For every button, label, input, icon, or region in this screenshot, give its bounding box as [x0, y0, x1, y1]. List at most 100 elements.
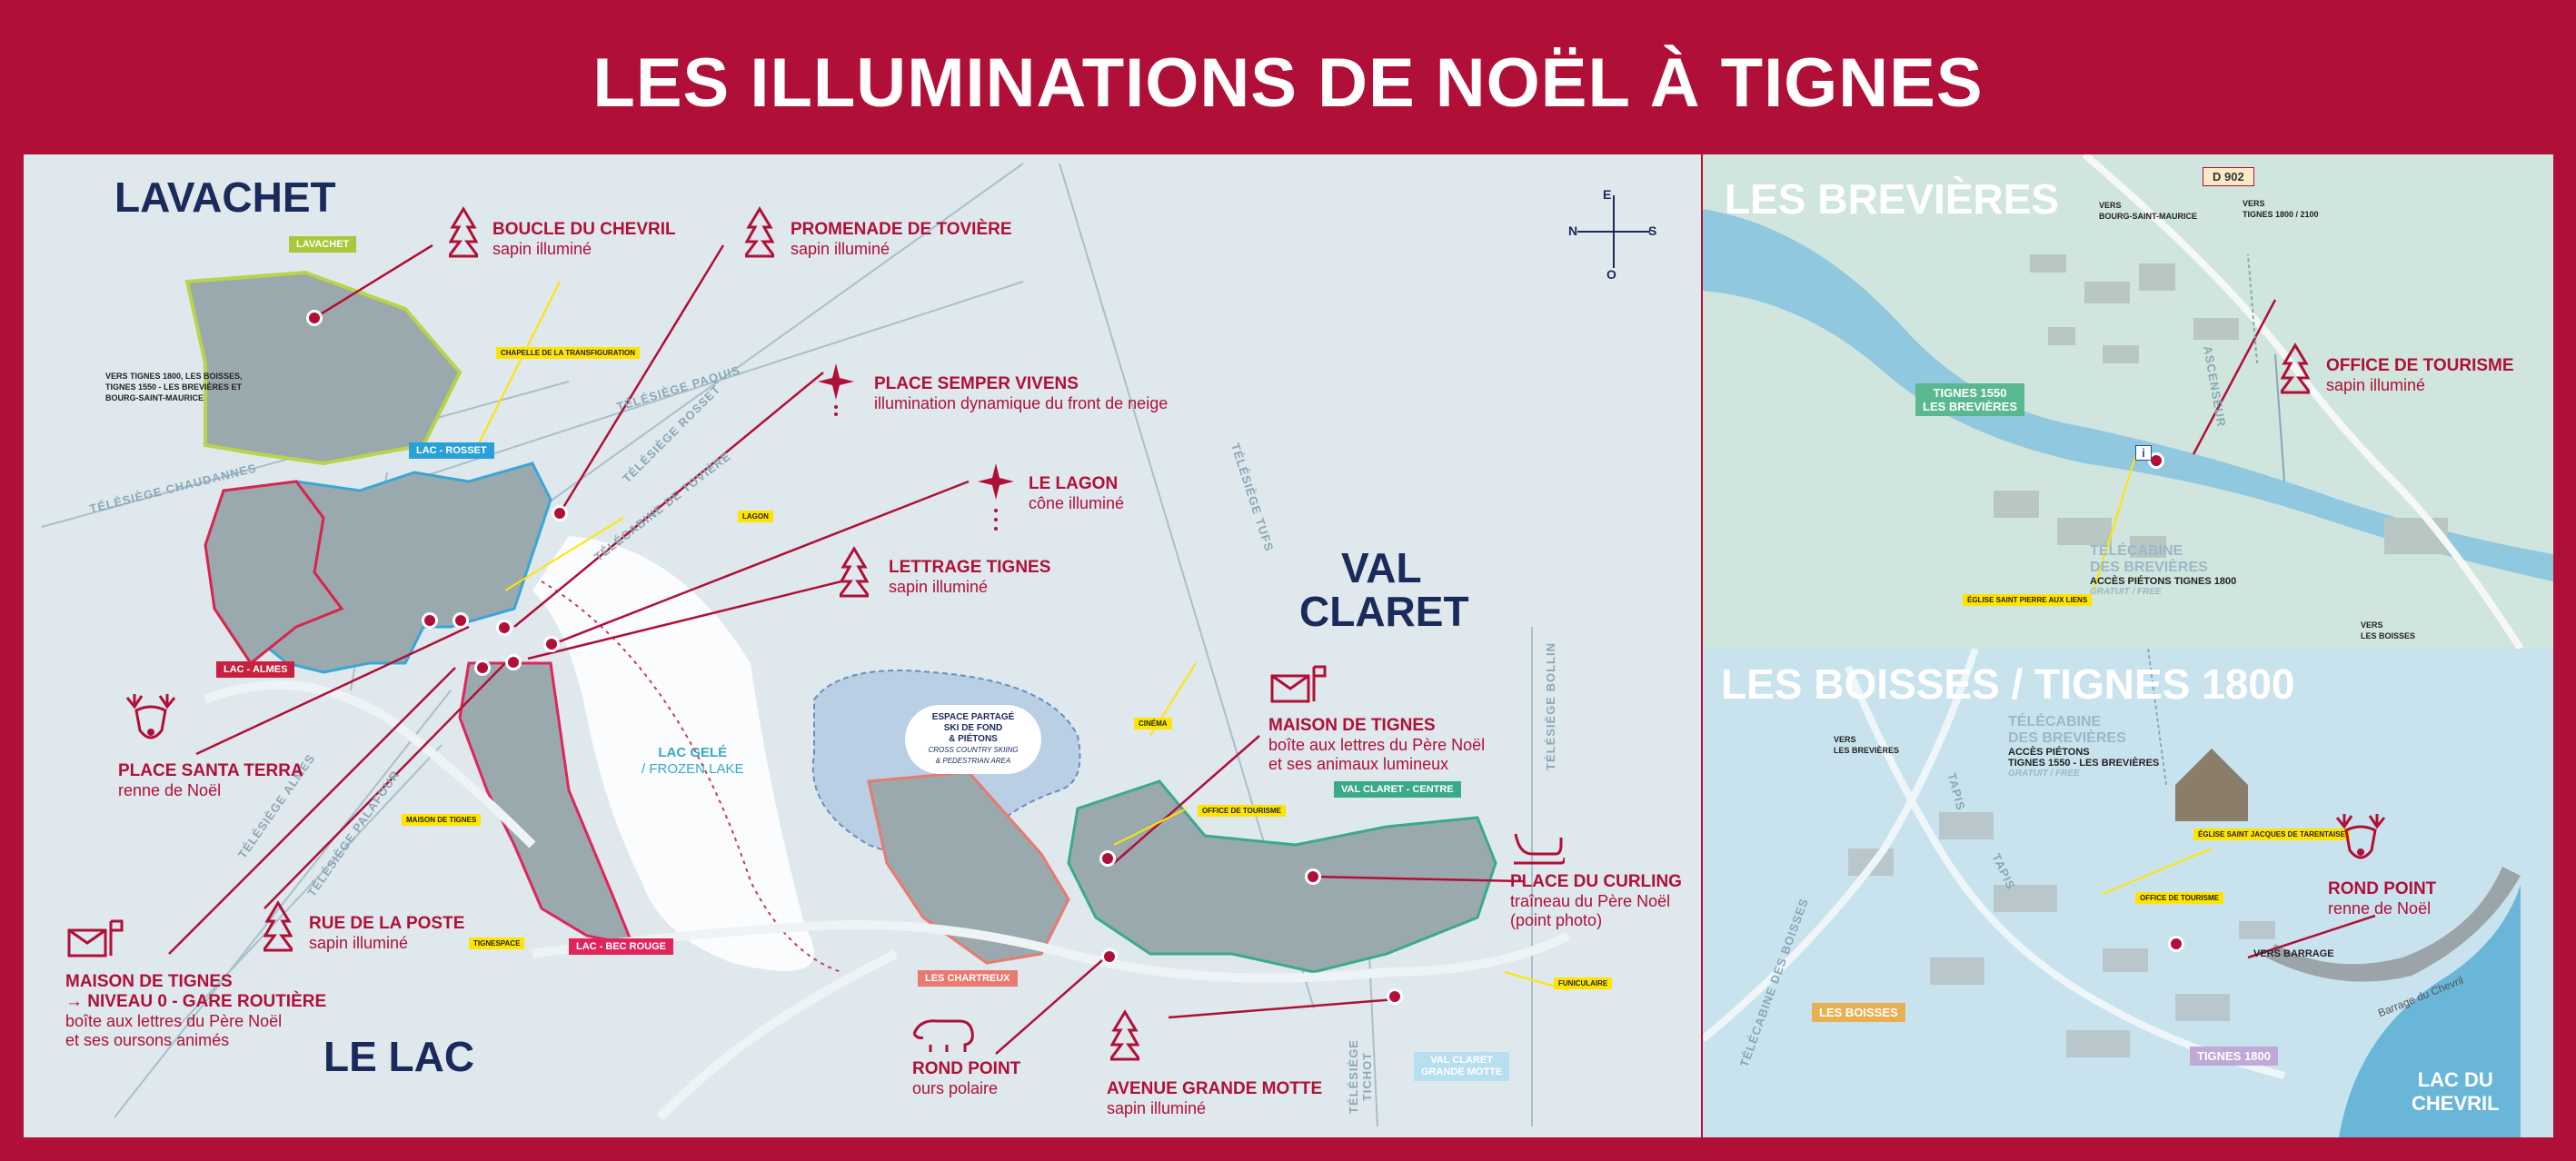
poi-santa-sub: renne de Noël — [118, 781, 222, 799]
map-boisses[interactable]: LES BOISSES / TIGNES 1800 VERS LES BREVI… — [1703, 649, 2553, 1137]
poi-lettrage-tignes[interactable]: LETTRAGE TIGNES sapin illuminé — [889, 558, 1050, 597]
reindeer-icon — [125, 694, 176, 739]
district-lac-chevril-2: CHEVRIL — [2412, 1092, 2500, 1115]
label-gratuit-brev: GRATUIT / FREE — [2090, 587, 2162, 597]
poi-grande-motte-sub: sapin illuminé — [1107, 1099, 1207, 1117]
district-val-claret-1: VAL — [1341, 544, 1422, 591]
label-vers-boisses-2: LES BOISSES — [2361, 631, 2416, 640]
label-telecabine-boisses: TÉLÉCABINE DES BREVIÈRES ACCÈS PIÉTONS T… — [2008, 714, 2159, 779]
district-val-claret-2: CLARET — [1299, 588, 1469, 635]
marker-lac-1[interactable] — [453, 612, 469, 629]
poi-rond-point-renne[interactable]: ROND POINT renne de Noël — [2328, 879, 2436, 918]
poi-office-tourisme-brevieres[interactable]: OFFICE DE TOURISME sapin illuminé — [2326, 356, 2514, 395]
mailbox-icon — [1270, 665, 1327, 703]
label-office-tourisme-1800: OFFICE DE TOURISME — [2135, 892, 2223, 904]
label-lagon: LAGON — [738, 511, 773, 522]
poi-avenue-grande-motte[interactable]: AVENUE GRANDE MOTTE sapin illuminé — [1107, 1079, 1322, 1118]
poi-rue-de-la-poste[interactable]: RUE DE LA POSTE sapin illuminé — [309, 914, 464, 953]
label-eglise-boisses: ÉGLISE SAINT JACQUES DE TARENTAISE — [2193, 829, 2350, 840]
label-tel-brev-2: DES BREVIÈRES — [2090, 560, 2208, 575]
label-vers-tignes-1: VERS TIGNES 1800, LES BOISSES, — [105, 372, 243, 381]
map-brevieres[interactable]: LES BREVIÈRES D 902 VERS BOURG-SAINT-MAU… — [1703, 154, 2553, 649]
poi-semper-title: PLACE SEMPER VIVENS — [874, 374, 1079, 393]
poi-semper-sub: illumination dynamique du front de neige — [874, 394, 1169, 412]
poi-rond-point-ours[interactable]: ROND POINT ours polaire — [912, 1059, 1020, 1098]
marker-office-brevieres[interactable] — [2148, 452, 2164, 469]
sparkle-icon — [978, 463, 1014, 531]
marker-lagon[interactable] — [543, 636, 560, 652]
marker-grande-motte[interactable] — [1387, 988, 1403, 1005]
marker-rond-point-1800[interactable] — [2168, 936, 2184, 952]
marker-toviere[interactable] — [552, 505, 568, 521]
tag-tignes1550-1: TIGNES 1550 — [1933, 386, 2007, 400]
marker-curling[interactable] — [1305, 868, 1321, 885]
poi-le-lagon[interactable]: LE LAGON cône illuminé — [1029, 474, 1124, 513]
label-espace-partage: ESPACE PARTAGÉ SKI DE FOND & PIÉTONS CRO… — [905, 705, 1041, 774]
tag-lac-rosset: LAC - ROSSET — [409, 442, 494, 459]
poi-place-santa-terra[interactable]: PLACE SANTA TERRA renne de Noël — [118, 761, 303, 800]
tag-tignes1800: TIGNES 1800 — [2190, 1047, 2278, 1066]
poi-curling-sub-1: traîneau du Père Noël — [1510, 892, 1671, 910]
poi-maison-lac-sub-2: et ses oursons animés — [65, 1031, 230, 1049]
label-vers-bsm: VERS BOURG-SAINT-MAURICE — [2099, 200, 2197, 222]
label-espace-1: ESPACE PARTAGÉ — [931, 712, 1015, 722]
label-funiculaire: FUNICULAIRE — [1554, 977, 1613, 989]
tag-val-claret-grande-motte: VAL CLARET GRANDE MOTTE — [1414, 1052, 1510, 1081]
poi-boucle-du-chevril[interactable]: BOUCLE DU CHEVRIL sapin illuminé — [492, 220, 676, 259]
marker-rond-point-vc[interactable] — [1101, 948, 1118, 965]
brevieres-map-shapes — [1703, 154, 2553, 649]
poi-rue-poste-sub: sapin illuminé — [309, 934, 409, 952]
poi-maison-lac-title-2: → NIVEAU 0 - GARE ROUTIÈRE — [65, 992, 327, 1011]
tag-lac-almes: LAC - ALMES — [216, 661, 295, 678]
label-lac-du-chevril: LAC DU CHEVRIL — [2412, 1068, 2500, 1116]
poi-toviere-sub: sapin illuminé — [791, 240, 890, 258]
marker-santa-terra[interactable] — [422, 612, 438, 629]
poi-promenade-toviere[interactable]: PROMENADE DE TOVIÈRE sapin illuminé — [791, 220, 1012, 259]
poi-office-brev-sub: sapin illuminé — [2326, 376, 2426, 394]
compass-o: O — [1606, 267, 1616, 282]
poi-place-du-curling[interactable]: PLACE DU CURLING traîneau du Père Noël (… — [1510, 872, 1682, 930]
label-gratuit-bois: GRATUIT / FREE — [2008, 769, 2080, 779]
poi-lettrage-sub: sapin illuminé — [889, 578, 989, 596]
tree-icon — [840, 546, 869, 598]
label-espace-5: & PEDESTRIAN AREA — [935, 757, 1011, 765]
map-main[interactable]: LAVACHET LE LAC VAL CLARET E N S O LAVAC… — [24, 154, 1701, 1137]
tag-les-boisses: LES BOISSES — [1812, 1003, 1905, 1022]
tag-val-claret-centre: VAL CLARET - CENTRE — [1334, 781, 1461, 798]
district-brevieres: LES BREVIÈRES — [1725, 175, 2060, 223]
marker-boucle[interactable] — [306, 310, 323, 326]
poi-maison-de-tignes-val-claret[interactable]: MAISON DE TIGNES boîte aux lettres du Pè… — [1268, 716, 1485, 774]
lift-bollin: TÉLÉSIÈGE BOLLIN — [1543, 642, 1557, 770]
poi-maison-de-tignes-lac[interactable]: MAISON DE TIGNES → NIVEAU 0 - GARE ROUTI… — [65, 972, 326, 1050]
poi-lagon-title: LE LAGON — [1029, 474, 1119, 493]
label-espace-4: CROSS COUNTRY SKIING — [928, 746, 1019, 754]
compass-s: S — [1648, 223, 1657, 238]
poi-office-brev-title: OFFICE DE TOURISME — [2326, 356, 2514, 375]
label-acces-bois-1: ACCÈS PIÉTONS — [2008, 747, 2090, 758]
tag-tignes1550-2: LES BREVIÈRES — [1923, 400, 2018, 413]
district-boisses-tignes1800: LES BOISSES / TIGNES 1800 — [1721, 660, 2295, 708]
poi-santa-title: PLACE SANTA TERRA — [118, 761, 303, 780]
tree-icon — [2281, 342, 2310, 394]
label-d902: D 902 — [2203, 167, 2254, 186]
marker-rue-poste[interactable] — [474, 660, 491, 676]
marker-semper[interactable] — [496, 620, 512, 636]
label-vers-tignes-2: TIGNES 1550 - LES BREVIÈRES ET — [105, 382, 243, 392]
info-icon: i — [2135, 445, 2152, 461]
label-office-tourisme-vc: OFFICE DE TOURISME — [1198, 805, 1286, 817]
marker-lettrage[interactable] — [505, 654, 522, 670]
label-vers-tignes-3: BOURG-SAINT-MAURICE — [105, 393, 204, 402]
mailbox-icon — [67, 919, 124, 958]
label-vers-tignes1800: VERS TIGNES 1800 / 2100 — [2243, 198, 2319, 220]
poi-place-semper-vivens[interactable]: PLACE SEMPER VIVENS illumination dynamiq… — [874, 374, 1168, 413]
district-lavachet: LAVACHET — [114, 174, 336, 221]
label-lac-gele-1: LAC GELÉ — [658, 745, 728, 760]
label-vers-boisses-1: VERS — [2361, 620, 2383, 630]
poi-curling-title: PLACE DU CURLING — [1510, 872, 1682, 891]
tree-icon — [745, 206, 774, 258]
label-vers-bsm-2: BOURG-SAINT-MAURICE — [2099, 212, 2197, 221]
boisses-map-shapes — [1703, 649, 2521, 1137]
polar-bear-icon — [912, 1019, 974, 1052]
page-title: LES ILLUMINATIONS DE NOËL À TIGNES — [592, 45, 1984, 122]
marker-maison-vc[interactable] — [1099, 850, 1116, 867]
